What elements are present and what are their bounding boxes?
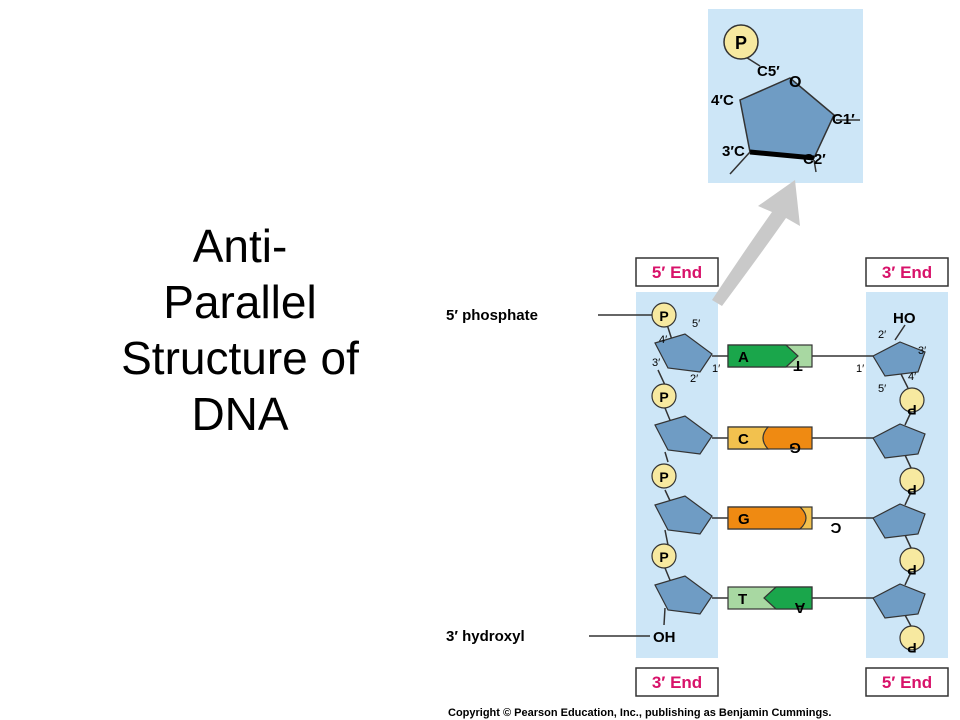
inset-c4-label: 4′C <box>711 92 734 109</box>
left-sugar-4 <box>654 575 713 615</box>
inset-c3-bond <box>729 151 751 175</box>
base-adenine-left-1 <box>727 344 799 368</box>
left-bottom-end-label: 3′ End <box>652 673 702 692</box>
title-line: Anti- <box>192 220 288 272</box>
right-phosphate-label: P <box>907 640 916 656</box>
left-c5-label: 5′ <box>692 318 700 330</box>
left-phosphate-label: P <box>659 549 668 565</box>
right-phosphate-icon <box>899 625 925 651</box>
inset-c3-label: 3′C <box>722 143 745 160</box>
inset-phosphate-icon <box>723 24 759 60</box>
base-pair-1-left-label: A <box>738 349 749 366</box>
right-c2-label: 2′ <box>878 329 886 341</box>
base-pair-1-right-label: T <box>793 357 802 374</box>
inset-c2-label: C2′ <box>803 151 826 168</box>
title-line: Parallel <box>163 276 317 328</box>
left-backbone-bonds <box>657 314 673 626</box>
right-phosphate-label: P <box>907 402 916 418</box>
right-backbone-bonds <box>894 324 913 629</box>
inset-oxygen-label: O <box>789 74 801 91</box>
right-phosphate-icon <box>899 387 925 413</box>
base-pair-3-right-label: C <box>830 519 841 536</box>
left-sugar-1 <box>654 333 713 373</box>
right-c4-label: 4′ <box>908 371 916 383</box>
right-top-end-label: 3′ End <box>882 263 932 282</box>
right-bottom-end-box <box>865 667 949 697</box>
base-cytosine-left-2 <box>727 426 770 450</box>
right-sugar-4 <box>872 583 926 619</box>
hydroxyl-callout-label: 3′ hydroxyl <box>446 628 525 645</box>
inset-phosphate-label: P <box>735 33 747 53</box>
right-c5-label: 5′ <box>878 383 886 395</box>
inset-c2-bond <box>813 159 817 173</box>
inset-sugar-ring <box>739 77 835 159</box>
left-phosphate-label: P <box>659 308 668 324</box>
slide-title: Anti- Parallel Structure of DNA <box>60 218 420 442</box>
phosphate-callout-label: 5′ phosphate <box>446 307 538 324</box>
left-phosphate-icon <box>651 302 677 328</box>
right-c3-label: 3′ <box>918 345 926 357</box>
left-phosphate-label: P <box>659 469 668 485</box>
right-sugar-2 <box>872 423 926 459</box>
right-sugar-1 <box>872 341 926 377</box>
glycosidic-bonds <box>712 355 873 599</box>
left-top-end-label: 5′ End <box>652 263 702 282</box>
left-c4-label: 4′ <box>659 334 667 346</box>
right-sugar-3 <box>872 503 926 539</box>
base-pair-2-left-label: C <box>738 431 749 448</box>
right-phosphate-label: P <box>907 482 916 498</box>
base-pair-4-left-label: T <box>738 591 747 608</box>
left-c1-label: 1′ <box>712 363 720 375</box>
left-phosphate-icon <box>651 383 677 409</box>
inset-c1-label: C1′ <box>832 111 855 128</box>
left-phosphate-label: P <box>659 389 668 405</box>
left-sugar-3 <box>654 495 713 535</box>
right-phosphate-icon <box>899 467 925 493</box>
base-pair-4-right-label: A <box>794 599 805 616</box>
base-guanine-left-3 <box>727 506 807 530</box>
title-line: DNA <box>191 388 289 440</box>
left-c2-label: 2′ <box>690 373 698 385</box>
left-sugar-2 <box>654 415 713 455</box>
inset-c5-label: C5′ <box>757 63 780 80</box>
zoom-arrow <box>712 180 800 306</box>
base-pair-2-right-label: G <box>789 439 801 456</box>
copyright-notice: Copyright © Pearson Education, Inc., pub… <box>448 707 831 719</box>
right-phosphate-label: P <box>907 562 916 578</box>
inset-front-bond <box>749 149 815 161</box>
base-pair-3-left-label: G <box>738 511 750 528</box>
base-adenine-right-4 <box>763 586 813 610</box>
title-line: Structure of <box>121 332 359 384</box>
right-phosphate-icon <box>899 547 925 573</box>
right-top-end-box <box>865 257 949 287</box>
left-hydroxyl-label: OH <box>653 629 676 646</box>
right-bottom-end-label: 5′ End <box>882 673 932 692</box>
left-top-end-box <box>635 257 719 287</box>
left-c3-label: 3′ <box>652 357 660 369</box>
left-phosphate-icon <box>651 463 677 489</box>
right-hydroxyl-label: HO <box>893 310 916 327</box>
left-bottom-end-box <box>635 667 719 697</box>
right-c1-label: 1′ <box>856 363 864 375</box>
left-phosphate-icon <box>651 543 677 569</box>
